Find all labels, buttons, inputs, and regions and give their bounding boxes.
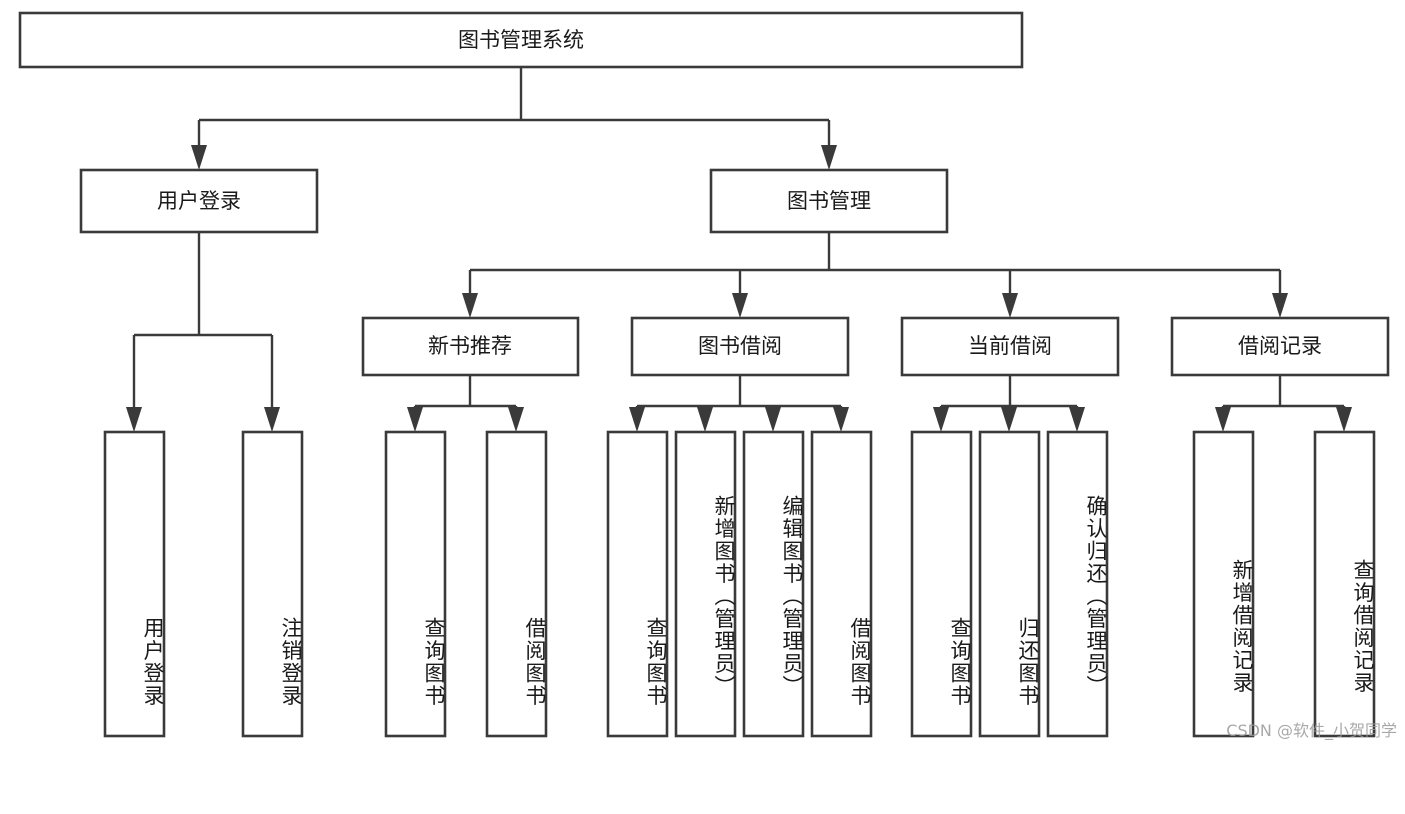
leaf-box-confirm-return-admin[interactable] bbox=[1046, 430, 1109, 738]
arrow-head-book-mgmt bbox=[821, 145, 837, 170]
node-label-book-borrow: 图书借阅 bbox=[698, 334, 782, 358]
leaf-box-borrow-book-1[interactable] bbox=[485, 430, 548, 738]
node-label-user-login: 用户登录 bbox=[157, 189, 241, 213]
leaf-box-user-login[interactable] bbox=[103, 430, 166, 738]
node-root-book-management-system[interactable]: 图书管理系统 bbox=[18, 11, 1024, 69]
arrow-head-leaf-4 bbox=[508, 407, 524, 432]
arrow-head-leaf-1 bbox=[126, 407, 142, 432]
leaf-box-add-borrow-record[interactable] bbox=[1192, 430, 1255, 738]
leaf-box-query-book-1[interactable] bbox=[384, 430, 447, 738]
arrow-head-leaf-6 bbox=[697, 407, 713, 432]
leaf-box-add-book-admin[interactable] bbox=[674, 430, 737, 738]
node-label-current-borrow: 当前借阅 bbox=[968, 334, 1052, 358]
arrow-head-leaf-9 bbox=[933, 407, 949, 432]
leaf-box-query-book-2[interactable] bbox=[606, 430, 669, 738]
leaf-box-query-borrow-record[interactable] bbox=[1313, 430, 1376, 738]
node-label-new-book-recommend: 新书推荐 bbox=[428, 334, 512, 358]
node-box-user-login[interactable] bbox=[79, 168, 319, 234]
tree-diagram-svg: 图书管理系统 用户登录 图书管理 新书推荐 图书借阅 当前借阅 借阅记录 bbox=[18, 11, 1390, 738]
node-new-book-recommend[interactable]: 新书推荐 bbox=[361, 316, 580, 377]
arrow-head-borrow bbox=[732, 293, 748, 318]
arrow-head-leaf-2 bbox=[264, 407, 280, 432]
leaf-box-borrow-book-2[interactable] bbox=[810, 430, 873, 738]
leaf-box-query-book-3[interactable] bbox=[910, 430, 973, 738]
arrow-head-current bbox=[1002, 293, 1018, 318]
arrow-head-record bbox=[1272, 293, 1288, 318]
node-book-borrow[interactable]: 图书借阅 bbox=[630, 316, 850, 377]
node-label-borrow-record: 借阅记录 bbox=[1238, 334, 1322, 358]
node-label-book-management: 图书管理 bbox=[787, 189, 871, 213]
arrow-head-user-login bbox=[191, 145, 207, 170]
node-box-borrow-record[interactable] bbox=[1170, 316, 1390, 377]
node-borrow-record[interactable]: 借阅记录 bbox=[1170, 316, 1390, 377]
leaf-box-return-book[interactable] bbox=[978, 430, 1041, 738]
node-box-book-borrow[interactable] bbox=[630, 316, 850, 377]
connector-record-to-leaves bbox=[1215, 375, 1352, 432]
arrow-head-leaf-13 bbox=[1336, 407, 1352, 432]
node-user-login[interactable]: 用户登录 bbox=[79, 168, 319, 234]
node-box-current-borrow[interactable] bbox=[900, 316, 1120, 377]
arrow-head-leaf-5 bbox=[629, 407, 645, 432]
arrow-head-leaf-10 bbox=[1001, 407, 1017, 432]
node-book-management[interactable]: 图书管理 bbox=[709, 168, 949, 234]
arrow-head-leaf-12 bbox=[1215, 407, 1231, 432]
node-current-borrow[interactable]: 当前借阅 bbox=[900, 316, 1120, 377]
diagram-canvas: 图书管理系统 用户登录 图书管理 新书推荐 图书借阅 当前借阅 借阅记录 bbox=[18, 11, 1397, 740]
connector-borrow-to-leaves bbox=[629, 375, 849, 432]
node-box-book-management[interactable] bbox=[709, 168, 949, 234]
arrow-head-leaf-3 bbox=[407, 407, 423, 432]
connector-user-login-to-leaves bbox=[126, 232, 280, 432]
connector-current-to-leaves bbox=[933, 375, 1085, 432]
arrow-head-leaf-7 bbox=[765, 407, 781, 432]
arrow-head-leaf-8 bbox=[833, 407, 849, 432]
connector-root-to-level2 bbox=[191, 67, 837, 170]
connector-book-mgmt-to-level3 bbox=[462, 232, 1288, 318]
arrow-head-new-book bbox=[462, 293, 478, 318]
node-box-root[interactable] bbox=[18, 11, 1024, 69]
connector-new-book-to-leaves bbox=[407, 375, 524, 432]
watermark-text: CSDN @软件_小贺同学 bbox=[1226, 721, 1397, 740]
leaf-box-logout[interactable] bbox=[241, 430, 304, 738]
node-label-root: 图书管理系统 bbox=[458, 28, 584, 52]
arrow-head-leaf-11 bbox=[1069, 407, 1085, 432]
node-box-new-book-recommend[interactable] bbox=[361, 316, 580, 377]
leaf-box-edit-book-admin[interactable] bbox=[742, 430, 805, 738]
